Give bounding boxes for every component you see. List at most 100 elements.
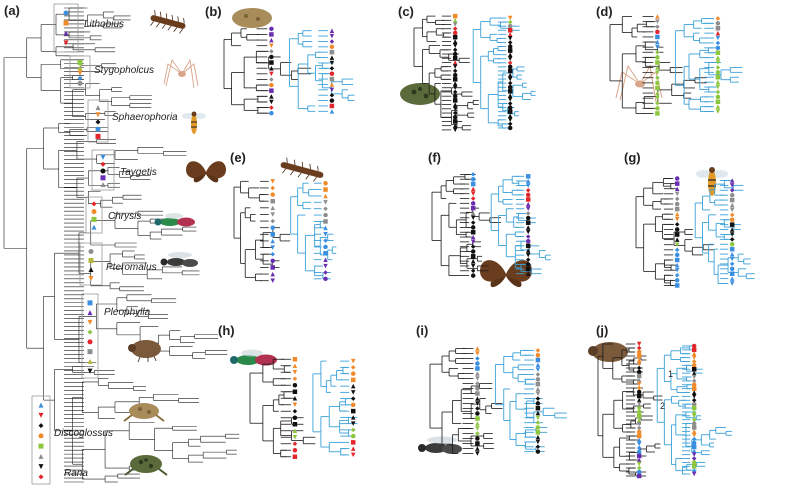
tip-marker <box>475 446 480 451</box>
tip-marker <box>329 71 335 76</box>
tip-marker <box>95 112 101 118</box>
tip-marker <box>38 412 44 418</box>
tip-marker <box>470 263 476 269</box>
tip-marker <box>452 123 458 128</box>
tip-marker <box>292 383 298 388</box>
tip-marker <box>729 183 735 188</box>
tip-marker <box>691 471 697 477</box>
tip-marker <box>88 267 94 272</box>
tip-marker <box>729 251 735 257</box>
tip-marker <box>691 386 697 391</box>
tip-marker <box>691 436 697 442</box>
tip-marker <box>525 225 531 230</box>
tip-marker <box>535 410 541 416</box>
tip-marker <box>691 370 697 376</box>
tip-marker <box>470 258 476 264</box>
tip-marker <box>100 154 106 160</box>
tip-marker <box>525 192 531 198</box>
tip-marker <box>95 105 101 111</box>
tip-marker <box>507 15 513 21</box>
tip-marker <box>292 370 298 375</box>
tip-marker <box>655 101 660 106</box>
tip-marker <box>507 40 513 45</box>
frog-icon <box>232 8 272 28</box>
tip-marker <box>636 357 642 363</box>
tip-marker <box>470 210 476 216</box>
tip-marker <box>270 265 275 270</box>
tip-marker <box>691 382 697 388</box>
tip-marker <box>452 18 458 23</box>
tip-marker <box>270 192 275 197</box>
tip-marker <box>323 270 328 275</box>
tip-marker <box>452 64 458 69</box>
tip-marker <box>323 257 328 262</box>
tip-marker <box>452 26 458 31</box>
tip-marker <box>535 430 541 435</box>
tip-marker <box>292 402 298 407</box>
tip-marker <box>269 105 274 110</box>
tip-marker <box>636 369 642 375</box>
tip-marker <box>452 110 458 116</box>
panel-a-tree <box>3 7 240 483</box>
tip-marker <box>475 431 480 436</box>
tip-marker <box>715 84 721 90</box>
tip-marker <box>475 346 480 351</box>
tip-marker <box>452 47 458 53</box>
tip-marker <box>452 34 458 40</box>
genus-label-pteromalus: Pteromalus <box>106 262 157 273</box>
tip-marker <box>655 106 660 111</box>
tip-marker <box>691 425 697 430</box>
tip-marker <box>507 113 513 118</box>
tip-marker <box>507 52 513 57</box>
tip-marker <box>270 179 275 184</box>
tip-marker <box>292 357 298 362</box>
tip-marker <box>475 421 480 426</box>
tip-marker <box>507 76 513 82</box>
tip-marker <box>525 197 531 202</box>
tip-marker <box>525 234 531 239</box>
tip-marker <box>87 310 93 316</box>
tip-marker <box>636 353 642 359</box>
tip-marker <box>729 178 735 183</box>
tip-marker <box>729 197 735 203</box>
tip-marker <box>87 319 93 325</box>
tip-marker <box>452 89 458 95</box>
tip-marker <box>77 80 83 86</box>
tip-marker <box>63 20 69 26</box>
tip-marker <box>715 70 721 75</box>
wasp-icon <box>160 252 198 267</box>
tip-marker <box>729 207 735 213</box>
tip-marker <box>38 474 44 480</box>
tip-marker <box>100 175 106 181</box>
tip-marker <box>636 469 642 475</box>
tip-marker <box>636 429 642 435</box>
genus-label-discoglossus: Discoglossus <box>54 428 113 439</box>
tip-marker <box>350 383 356 389</box>
tip-marker <box>674 237 680 242</box>
tip-marker <box>323 251 328 256</box>
tip-marker <box>674 201 680 207</box>
tip-marker <box>535 444 541 450</box>
tip-marker <box>636 417 642 423</box>
tip-marker <box>323 193 328 199</box>
tip-marker <box>507 117 513 123</box>
tip-marker <box>329 44 335 50</box>
tip-marker <box>269 99 274 105</box>
tip-marker <box>729 232 735 237</box>
tip-marker <box>507 68 513 74</box>
tip-marker <box>655 65 660 70</box>
tip-marker <box>475 361 480 366</box>
tip-marker <box>729 237 735 242</box>
tip-marker <box>691 429 697 434</box>
tip-marker <box>470 172 476 177</box>
tip-marker <box>507 101 513 106</box>
tip-marker <box>350 433 356 439</box>
tip-marker <box>269 94 274 99</box>
tip-marker <box>525 206 531 212</box>
tip-marker <box>535 391 541 397</box>
tip-marker <box>729 266 735 272</box>
tip-marker <box>269 65 274 71</box>
tip-marker <box>729 242 735 247</box>
tip-marker <box>270 251 275 257</box>
tip-marker <box>507 125 513 131</box>
